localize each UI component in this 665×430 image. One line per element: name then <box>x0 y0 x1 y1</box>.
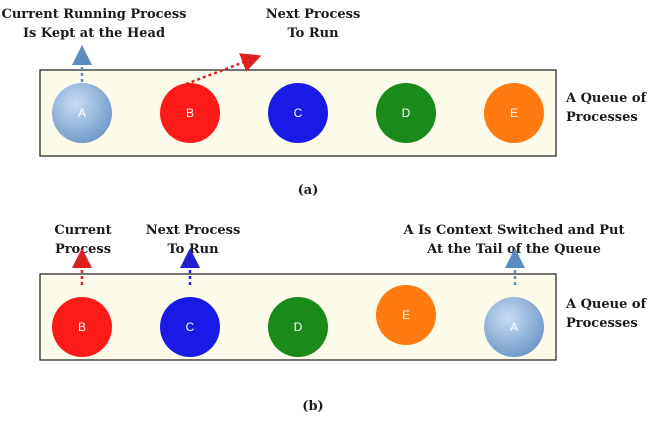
label-current-running-line2: Is Kept at the Head <box>23 26 165 41</box>
label-context-switched-line1: A Is Context Switched and Put <box>402 223 624 238</box>
process-node-c-a <box>268 83 328 143</box>
label-context-switched-line2: At the Tail of the Queue <box>426 242 601 257</box>
label-next-process-b-line2: To Run <box>167 242 219 257</box>
process-node-b-b <box>52 297 112 357</box>
label-next-process-line1: Next Process <box>266 7 361 22</box>
process-label-b-a: B <box>186 106 194 120</box>
process-node-e-b <box>376 285 436 345</box>
process-label-e-b: E <box>402 308 410 322</box>
process-node-d-b <box>268 297 328 357</box>
process-label-c-b: C <box>186 320 195 334</box>
process-node-e-a <box>484 83 544 143</box>
side-label-b-line1: A Queue of <box>565 297 648 312</box>
side-label-line2: Processes <box>566 110 638 125</box>
side-label-b-line2: Processes <box>566 316 638 331</box>
caption-b: (b) <box>302 399 323 414</box>
panel-b: B C D E A Current Process Next Process To Ru… <box>39 223 648 414</box>
label-current-process-line1: Current <box>54 223 111 238</box>
process-label-a-b: A <box>510 320 518 334</box>
side-label-line1: A Queue of <box>565 91 648 106</box>
process-label-d-b: D <box>294 320 303 334</box>
process-label-d-a: D <box>402 106 411 120</box>
label-current-process-line2: Process <box>55 242 111 257</box>
label-current-running-line1: Current Running Process <box>1 7 186 22</box>
process-label-c-a: C <box>294 106 303 120</box>
caption-a: (a) <box>298 183 319 198</box>
label-next-process-line2: To Run <box>287 26 339 41</box>
label-next-process-b-line1: Next Process <box>146 223 241 238</box>
process-nodes-a: A B C D E <box>52 83 544 143</box>
process-label-a-a: A <box>78 106 86 120</box>
process-label-b-b: B <box>78 320 86 334</box>
process-node-a-b <box>484 297 544 357</box>
process-node-a-a <box>52 83 112 143</box>
panel-a: A B C D E Current Running Process Is Kept at… <box>1 7 647 198</box>
process-node-d-a <box>376 83 436 143</box>
process-node-b-a <box>160 83 220 143</box>
process-node-c-b <box>160 297 220 357</box>
process-label-e-a: E <box>510 106 518 120</box>
